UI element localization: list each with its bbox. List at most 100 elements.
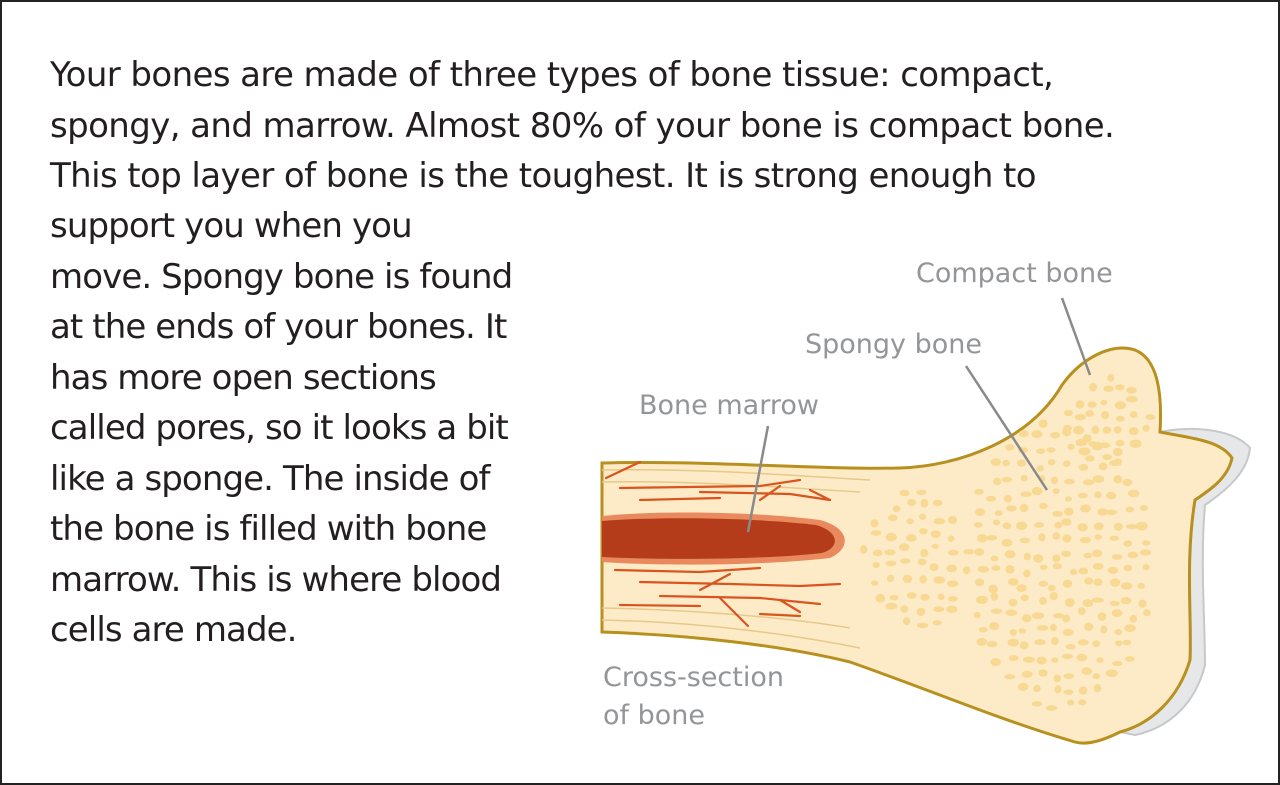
pore — [1097, 612, 1107, 621]
pore — [906, 534, 917, 542]
pore — [1005, 505, 1017, 512]
pore — [1113, 475, 1123, 484]
pore — [1127, 489, 1140, 498]
pore — [860, 545, 868, 554]
label-of-bone: of bone — [603, 700, 705, 731]
pore — [1038, 580, 1049, 587]
pore — [1114, 401, 1126, 410]
pore — [916, 622, 929, 629]
pore — [1045, 705, 1058, 711]
pore — [1112, 660, 1123, 667]
pore — [1101, 411, 1110, 420]
pore — [906, 518, 914, 525]
pore — [1069, 568, 1078, 576]
paragraph-line: at the ends of your bones. It — [50, 307, 507, 347]
pore — [1128, 427, 1139, 436]
cortical-line — [601, 619, 861, 649]
pore — [1129, 411, 1138, 418]
pore — [1078, 447, 1091, 456]
pore — [1089, 382, 1097, 392]
pore — [1100, 442, 1111, 449]
pore — [1036, 656, 1047, 665]
marrow-cavity — [602, 518, 835, 559]
pore — [1005, 444, 1015, 451]
paragraph-line: support you when you — [50, 206, 413, 246]
pore — [1122, 478, 1133, 487]
pore — [1032, 612, 1044, 620]
pore — [947, 580, 959, 587]
pore — [1061, 550, 1072, 557]
pore — [1111, 609, 1123, 617]
pore — [1064, 496, 1072, 502]
pore — [1112, 447, 1123, 457]
paragraph-line: This top layer of bone is the toughest. … — [50, 156, 1037, 196]
pore — [875, 593, 886, 603]
leader-lines — [746, 297, 1092, 533]
pore — [1020, 474, 1028, 482]
pore — [1049, 591, 1058, 601]
pore — [937, 593, 945, 601]
pore — [977, 533, 988, 543]
pore — [1051, 637, 1059, 646]
pore — [1046, 447, 1056, 453]
pore — [1122, 639, 1132, 646]
pore — [946, 605, 958, 613]
pore — [990, 608, 1003, 614]
pore — [1126, 386, 1137, 394]
label-bone-marrow: Bone marrow — [639, 390, 819, 421]
pore — [1008, 598, 1018, 607]
pore — [978, 626, 988, 633]
pore — [1105, 669, 1118, 677]
pore — [1091, 425, 1100, 435]
blood-vessels — [604, 460, 842, 628]
pore — [1020, 594, 1029, 602]
pore — [1139, 505, 1148, 511]
pore — [1008, 655, 1019, 661]
pore — [1092, 549, 1103, 558]
pore — [1036, 465, 1044, 472]
pore — [1110, 578, 1121, 587]
pore — [872, 549, 883, 557]
pore — [1123, 564, 1133, 572]
pore — [1016, 459, 1027, 467]
pore — [1038, 669, 1048, 677]
pore — [1033, 684, 1041, 693]
pore — [900, 605, 909, 613]
pore — [1088, 441, 1098, 447]
pore — [872, 561, 880, 569]
pore — [1054, 685, 1062, 694]
pore — [1063, 673, 1075, 679]
pore — [930, 530, 941, 538]
pore — [1022, 614, 1032, 623]
pore — [1102, 426, 1112, 434]
pore — [887, 514, 898, 522]
pore — [933, 518, 946, 525]
pore — [1016, 584, 1027, 592]
pore — [1129, 614, 1138, 623]
pore — [974, 488, 984, 495]
pore — [899, 489, 910, 497]
pore — [1077, 607, 1086, 616]
pore — [1093, 522, 1104, 531]
pore — [929, 563, 939, 571]
pore — [900, 558, 911, 564]
pore — [920, 593, 930, 601]
paragraph-line: cells are made. — [50, 610, 297, 650]
pore — [962, 566, 971, 575]
pore — [1018, 628, 1026, 634]
pore — [1064, 598, 1075, 607]
pore — [1020, 491, 1032, 498]
pore — [975, 508, 985, 517]
paragraph-line: called pores, so it looks a bit — [50, 408, 509, 448]
pore — [1107, 566, 1119, 574]
pore — [1105, 509, 1118, 516]
pore — [990, 458, 1001, 466]
pore — [920, 548, 929, 558]
pore — [1062, 628, 1074, 637]
pore — [1038, 419, 1048, 428]
pore — [1019, 641, 1029, 650]
pore — [1034, 522, 1045, 528]
pore — [1098, 462, 1108, 471]
pore — [1092, 673, 1101, 680]
pore — [1125, 506, 1135, 513]
